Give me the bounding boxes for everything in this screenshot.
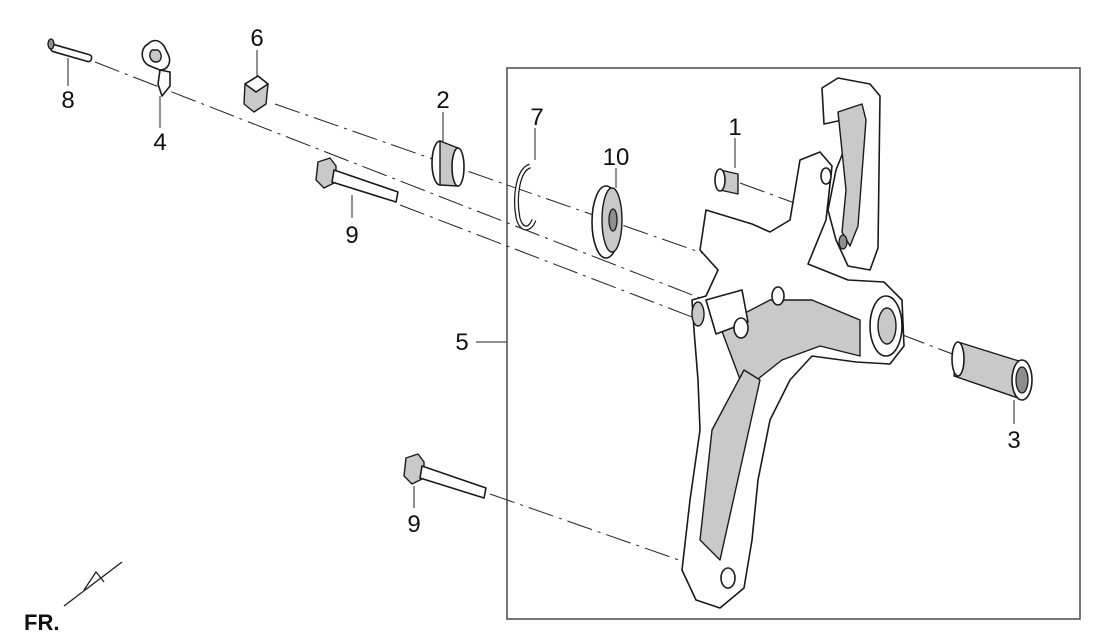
part-10-washer bbox=[591, 185, 623, 259]
assembly-frame bbox=[506, 67, 1081, 620]
part-7-circlip bbox=[514, 163, 537, 231]
axis-bolt-line-upper bbox=[399, 204, 701, 321]
front-direction-indicator: FR. bbox=[24, 561, 123, 635]
part-1-collar bbox=[714, 168, 739, 195]
callout-9-upper: 9 bbox=[345, 222, 358, 249]
callout-5: 5 bbox=[455, 329, 468, 356]
callout-7: 7 bbox=[530, 104, 543, 131]
part-4-clip bbox=[141, 39, 171, 97]
axis-pin-line bbox=[94, 61, 701, 299]
callout-6: 6 bbox=[250, 25, 263, 52]
callout-2: 2 bbox=[436, 87, 449, 114]
axis-bushing-line bbox=[899, 333, 956, 356]
part-9-bolt-lower bbox=[403, 453, 487, 499]
leader-lines bbox=[67, 50, 1015, 508]
callout-labels: 8 4 6 2 7 10 1 9 9 3 5 bbox=[61, 25, 1020, 538]
axis-lines bbox=[94, 61, 956, 576]
part-8-pin bbox=[47, 38, 93, 63]
part-3-bushing bbox=[951, 341, 1033, 401]
direction-arrow-icon bbox=[63, 561, 123, 607]
part-9-bolt-upper bbox=[315, 157, 399, 203]
callout-4: 4 bbox=[153, 129, 166, 156]
part-6-nut bbox=[243, 75, 269, 113]
part-5-bracket bbox=[681, 77, 905, 609]
callout-9-lower: 9 bbox=[407, 511, 420, 538]
part-2-collar bbox=[431, 140, 465, 187]
callout-3: 3 bbox=[1007, 427, 1020, 454]
callout-1: 1 bbox=[728, 114, 741, 141]
axis-nut-line bbox=[274, 103, 729, 263]
front-label: FR. bbox=[24, 610, 59, 635]
axis-collar-line bbox=[739, 182, 801, 206]
callout-10: 10 bbox=[603, 144, 630, 171]
callout-8: 8 bbox=[61, 87, 74, 114]
